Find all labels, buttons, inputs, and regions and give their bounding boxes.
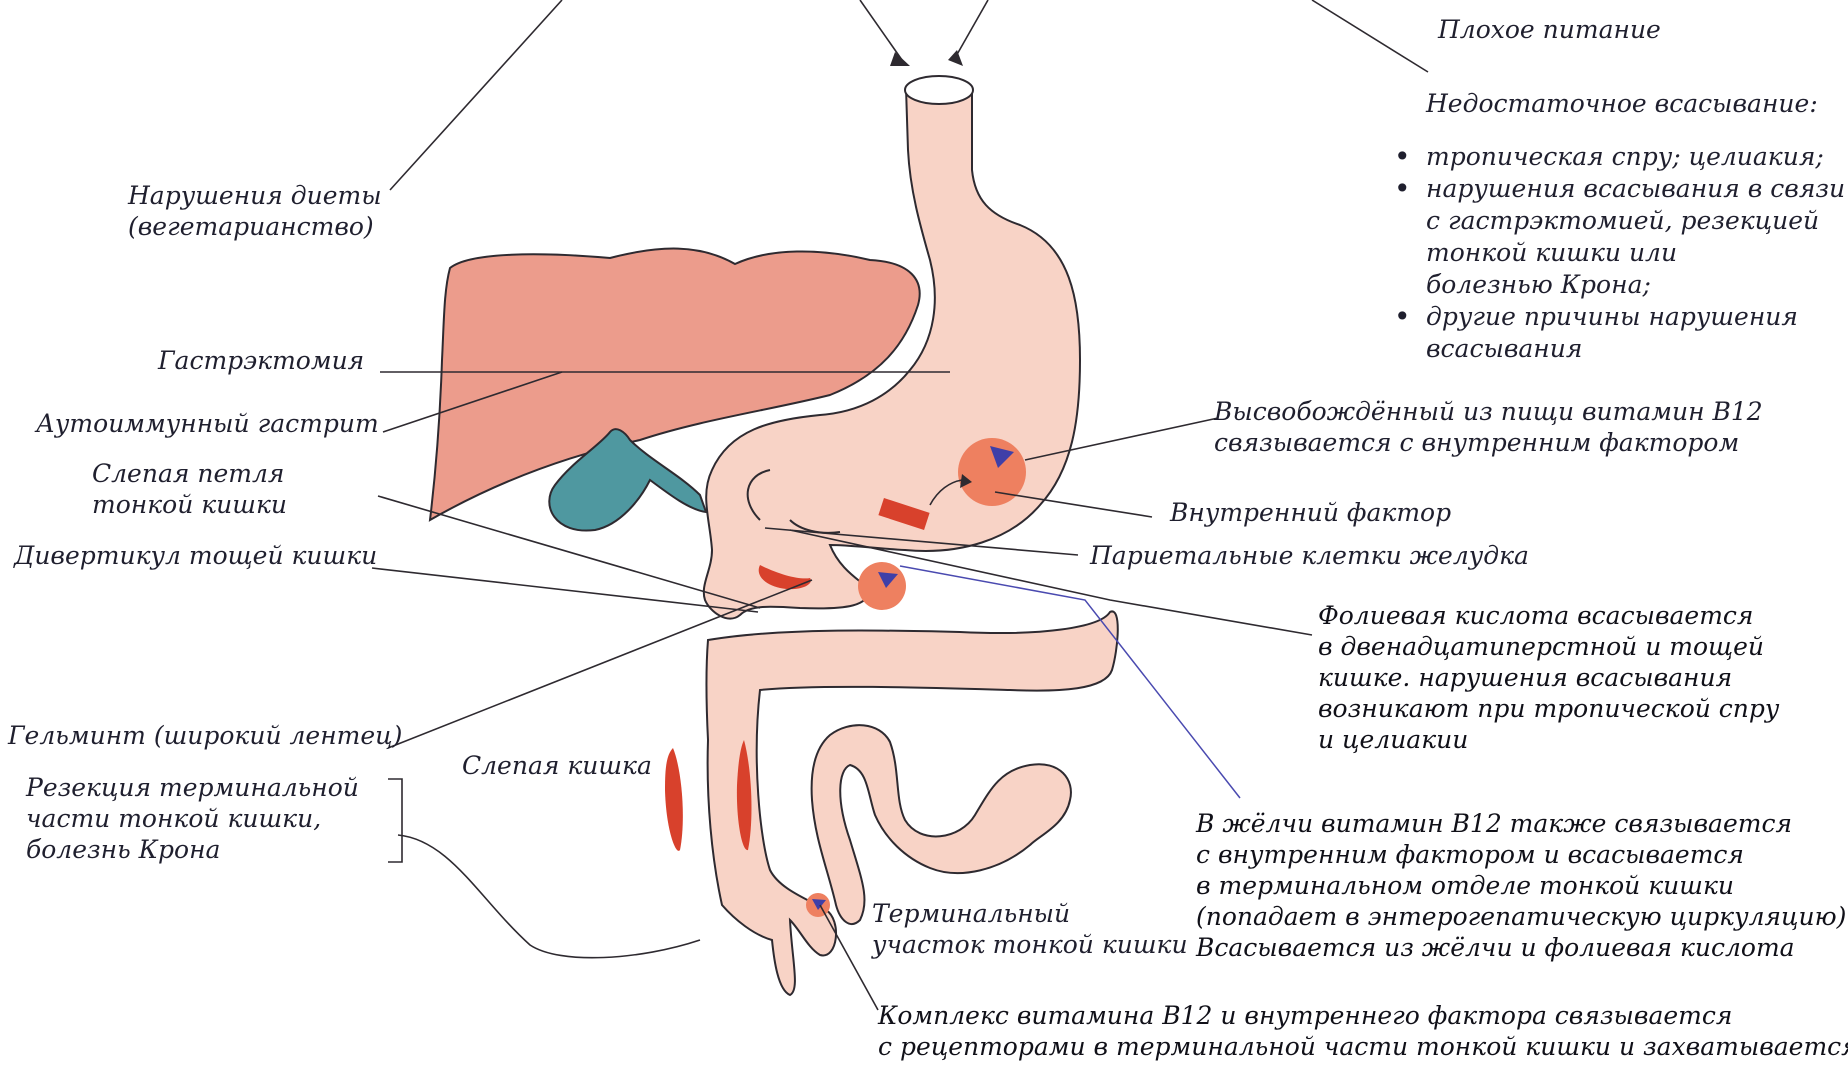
label-gastrectomy: Гастрэктомия (158, 345, 364, 376)
label-terminal-resection: Резекция терминальной части тонкой кишки… (26, 772, 359, 865)
small-intestine (812, 725, 1071, 924)
resection-bracket (388, 779, 402, 862)
malabsorption-list: тропическая спру; целиакия; нарушения вс… (1390, 141, 1845, 365)
esophagus-opening (905, 76, 973, 104)
terminal-ileum-lesion-left (665, 748, 683, 851)
malabsorption-item: тропическая спру; целиакия; (1390, 141, 1845, 173)
label-b12-release: Высвобождённый из пищи витамин B12 связы… (1214, 396, 1763, 458)
malabsorption-item: нарушения всасывания в связи с гастрэкто… (1390, 173, 1845, 301)
arrow-left (890, 52, 910, 66)
intrinsic-factor-duodenum (858, 562, 906, 610)
label-autoimmune-gastritis: Аутоиммунный гастрит (36, 408, 379, 439)
label-blind-loop: Слепая петля тонкой кишки (92, 458, 287, 520)
label-folate: Фолиевая кислота всасывается в двенадцат… (1318, 600, 1779, 755)
label-helminth: Гельминт (широкий лентец) (8, 720, 402, 751)
label-malabsorption-title: Недостаточное всасывание: (1426, 88, 1818, 119)
arrow-right (948, 50, 963, 66)
label-terminal-ileum: Терминальный участок тонкой кишки (872, 898, 1188, 960)
label-parietal-cells: Париетальные клетки желудка (1090, 540, 1529, 571)
label-diet-disorders: Нарушения диеты (вегетарианство) (128, 180, 382, 242)
malabsorption-item: другие причины нарушения всасывания (1390, 301, 1845, 365)
label-complex: Комплекс витамина B12 и внутреннего факт… (878, 1000, 1848, 1062)
label-cecum: Слепая кишка (462, 750, 652, 781)
label-poor-nutrition: Плохое питание (1438, 14, 1661, 45)
label-jejunal-diverticulum: Дивертикул тощей кишки (14, 540, 377, 571)
label-bile: В жёлчи витамин B12 также связывается с … (1196, 808, 1848, 963)
label-intrinsic-factor: Внутренний фактор (1170, 497, 1451, 528)
